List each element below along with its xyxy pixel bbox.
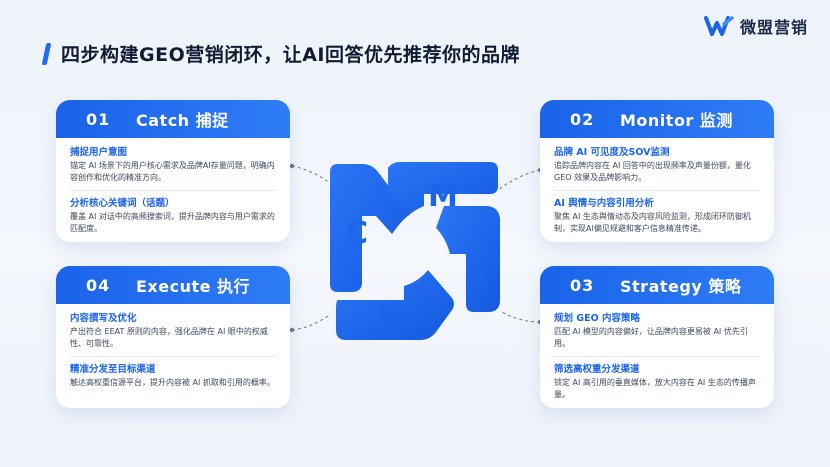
item-desc: 产出符合 EEAT 原则的内容，强化品牌在 AI 眼中的权威性、可靠性。	[70, 327, 268, 348]
cycle-letter-s: S	[466, 259, 488, 294]
card-execute: 04 Execute 执行 内容撰写及优化 产出符合 EEAT 原则的内容，强化…	[56, 266, 290, 408]
cycle-letter-e: E	[378, 299, 399, 334]
card-title: Monitor 监测	[620, 111, 733, 130]
card-header: 03 Strategy 策略	[540, 266, 774, 304]
card-item: 精准分发至目标渠道 触达高权重信源平台，提升内容被 AI 抓取和引用的概率。	[70, 363, 276, 389]
card-number: 02	[570, 109, 595, 129]
card-monitor: 02 Monitor 监测 品牌 AI 可见度及SOV监测 追踪品牌内容在 AI…	[540, 100, 774, 242]
item-desc: 触达高权重信源平台，提升内容被 AI 抓取和引用的概率。	[70, 378, 275, 387]
item-title: 捕捉用户意图	[70, 147, 128, 158]
card-item: 品牌 AI 可见度及SOV监测 追踪品牌内容在 AI 回答中的出现频率及声量份额…	[554, 146, 760, 191]
title-accent-bar	[41, 42, 52, 65]
item-title: AI 舆情与内容引用分析	[554, 198, 654, 209]
brand-logo-icon	[703, 16, 734, 36]
card-body: 内容撰写及优化 产出符合 EEAT 原则的内容，强化品牌在 AI 眼中的权威性、…	[56, 304, 290, 389]
connector-catch	[291, 165, 331, 184]
card-item: 捕捉用户意图 锚定 AI 场景下的用户核心需求及品牌AI存量问题，明确内容创作和…	[70, 146, 276, 191]
card-number: 01	[86, 109, 111, 129]
connector-strategy	[501, 311, 541, 323]
blade-m	[388, 162, 498, 216]
item-title: 筛选高权重分发渠道	[554, 364, 640, 375]
card-item: 规划 GEO 内容策略 匹配 AI 模型的内容偏好，让品牌内容更易被 AI 优先…	[554, 312, 760, 357]
card-body: 捕捉用户意图 锚定 AI 场景下的用户核心需求及品牌AI存量问题，明确内容创作和…	[56, 138, 290, 235]
page-title-bar: 四步构建GEO营销闭环，让AI回答优先推荐你的品牌	[41, 40, 521, 67]
connector-execute	[291, 315, 329, 331]
connector-execute-dot	[289, 327, 295, 333]
item-title: 品牌 AI 可见度及SOV监测	[554, 147, 670, 158]
item-desc: 覆盖 AI 对话中的高频搜索词，提升品牌内容与用户需求的匹配度。	[70, 212, 275, 233]
card-header: 04 Execute 执行	[56, 266, 290, 304]
cycle-letter-m: M	[428, 179, 458, 214]
card-body: 品牌 AI 可见度及SOV监测 追踪品牌内容在 AI 回答中的出现频率及声量份额…	[540, 138, 774, 235]
card-item: 筛选高权重分发渠道 锁定 AI 高引用的垂直媒体，放大内容在 AI 生态的传播声…	[554, 363, 760, 401]
cycle-letter-c: C	[346, 216, 368, 251]
item-desc: 锁定 AI 高引用的垂直媒体，放大内容在 AI 生态的传播声量。	[554, 378, 756, 399]
card-item: 分析核心关键词（话题） 覆盖 AI 对话中的高频搜索词，提升品牌内容与用户需求的…	[70, 197, 276, 235]
card-number: 04	[86, 275, 111, 295]
connector-catch-dot	[289, 163, 295, 169]
item-desc: 锚定 AI 场景下的用户核心需求及品牌AI存量问题，明确内容创作和优化的精准方向…	[70, 161, 275, 182]
card-item: AI 舆情与内容引用分析 聚焦 AI 生态舆情动态及内容风险监测，形成闭环防御机…	[554, 197, 760, 235]
item-title: 规划 GEO 内容策略	[554, 313, 640, 324]
card-item: 内容撰写及优化 产出符合 EEAT 原则的内容，强化品牌在 AI 眼中的权威性、…	[70, 312, 276, 357]
card-catch: 01 Catch 捕捉 捕捉用户意图 锚定 AI 场景下的用户核心需求及品牌AI…	[56, 100, 290, 242]
card-header: 01 Catch 捕捉	[56, 100, 290, 138]
item-desc: 聚焦 AI 生态舆情动态及内容风险监测，形成闭环防御机制，实现AI偏见规避和客户…	[554, 212, 751, 233]
card-strategy: 03 Strategy 策略 规划 GEO 内容策略 匹配 AI 模型的内容偏好…	[540, 266, 774, 408]
card-body: 规划 GEO 内容策略 匹配 AI 模型的内容偏好，让品牌内容更易被 AI 优先…	[540, 304, 774, 401]
card-title: Strategy 策略	[620, 277, 742, 296]
blade-e	[336, 270, 454, 340]
card-number: 03	[570, 275, 595, 295]
item-divider	[70, 356, 276, 357]
brand-name: 微盟营销	[739, 18, 808, 37]
blade-c	[330, 164, 410, 292]
cycle-blades	[330, 162, 500, 340]
card-header: 02 Monitor 监测	[540, 100, 774, 138]
connector-monitor	[497, 169, 541, 191]
item-desc: 追踪品牌内容在 AI 回答中的出现频率及声量份额，量化 GEO 效果及品牌影响力…	[554, 161, 751, 182]
blade-s	[436, 206, 500, 312]
item-title: 内容撰写及优化	[70, 313, 137, 324]
card-title: Catch 捕捉	[136, 111, 229, 130]
item-title: 分析核心关键词（话题）	[70, 198, 175, 209]
page-title: 四步构建GEO营销闭环，让AI回答优先推荐你的品牌	[61, 44, 521, 66]
item-divider	[70, 190, 276, 191]
item-divider	[554, 356, 760, 357]
item-title: 精准分发至目标渠道	[70, 364, 156, 375]
item-divider	[554, 190, 760, 191]
item-desc: 匹配 AI 模型的内容偏好，让品牌内容更易被 AI 优先引用。	[554, 327, 748, 348]
brand-logo: 微盟营销	[703, 14, 808, 38]
card-title: Execute 执行	[136, 277, 251, 296]
